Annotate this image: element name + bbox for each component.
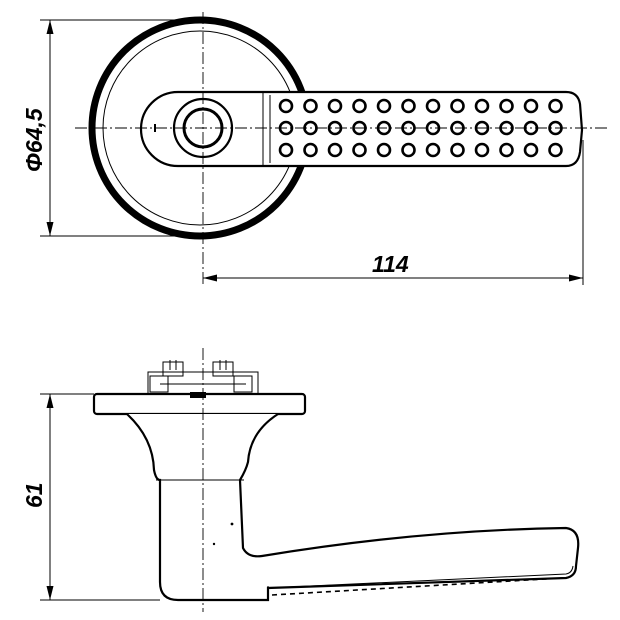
grip-hole — [499, 98, 514, 114]
diameter-label: Φ64,5 — [21, 107, 47, 172]
body-mark — [230, 522, 234, 526]
grip-hole — [376, 142, 392, 158]
grip-hole — [425, 142, 441, 158]
length-label: 114 — [372, 251, 409, 277]
side-view: 61 — [21, 348, 580, 612]
diameter-dimension: Φ64,5 — [21, 19, 200, 237]
grip-hole — [450, 98, 465, 114]
grip-hole — [425, 98, 441, 114]
grip-hole — [327, 98, 343, 114]
lever-grip-band — [267, 565, 574, 589]
lever-side-outline — [126, 413, 580, 602]
grip-hole — [548, 98, 563, 114]
lever-grip-holes-line — [271, 577, 563, 596]
grip-hole — [474, 98, 490, 114]
grip-hole — [376, 98, 392, 114]
grip-hole — [278, 142, 294, 158]
grip-hole — [278, 98, 294, 114]
grip-hole — [523, 142, 539, 158]
grip-hole — [474, 142, 490, 158]
grip-hole — [327, 142, 343, 158]
length-dimension: 114 — [203, 140, 584, 285]
grip-hole — [499, 142, 514, 158]
grip-hole — [352, 98, 367, 114]
grip-hole — [352, 142, 367, 158]
top-view: Φ64,5 114 — [21, 12, 610, 285]
height-label: 61 — [21, 482, 47, 508]
grip-hole — [303, 142, 318, 158]
grip-hole — [523, 98, 539, 114]
height-dimension: 61 — [21, 393, 160, 601]
grip-hole — [401, 142, 416, 158]
grip-hole — [303, 98, 318, 114]
grip-hole — [450, 142, 465, 158]
grip-hole — [548, 142, 563, 158]
body-mark-2 — [212, 542, 216, 546]
grip-hole — [401, 98, 416, 114]
